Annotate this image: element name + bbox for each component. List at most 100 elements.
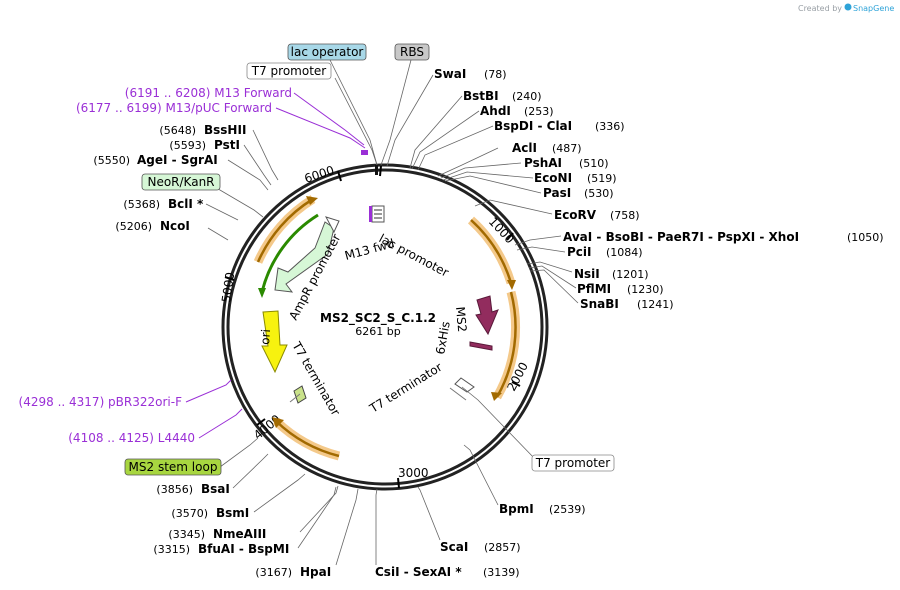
site-ecorv: EcoRV bbox=[554, 208, 597, 222]
left-bottom-arrowhead-icon bbox=[272, 417, 284, 428]
right-top-arrowhead-icon bbox=[507, 280, 516, 290]
site-bsmi-pos: (3570) bbox=[171, 507, 208, 520]
feature-arrows bbox=[253, 195, 521, 461]
site-swai: SwaI bbox=[434, 67, 466, 81]
tick-label-6000: 6000 bbox=[303, 163, 336, 186]
leader-pflmi bbox=[528, 265, 577, 289]
label-neor-kanr: NeoR/KanR bbox=[147, 175, 214, 189]
tick-2000 bbox=[511, 381, 521, 387]
label-6xhis: 6xHis bbox=[433, 320, 453, 355]
site-bsai: BsaI bbox=[201, 482, 230, 496]
ampr-highlight bbox=[253, 195, 316, 264]
snapgene-logo-icon bbox=[844, 3, 852, 11]
leader-hpai bbox=[335, 488, 359, 566]
tick-label-3000: 3000 bbox=[398, 466, 429, 480]
leader-bspdi bbox=[417, 125, 494, 171]
site-avai-group: AvaI - BsoBI - PaeR7I - PspXI - XhoI bbox=[563, 230, 799, 244]
left-bottom-highlight bbox=[272, 417, 341, 461]
site-bspdi-clai: BspDI - ClaI bbox=[494, 119, 572, 133]
t7-terminator-left-tick bbox=[289, 393, 301, 403]
site-pcii-pos: (1084) bbox=[606, 246, 643, 259]
plasmid-length: 6261 bp bbox=[355, 325, 400, 338]
left-bottom-arc bbox=[275, 420, 340, 458]
leader-avai bbox=[514, 235, 562, 246]
site-csii-sexai: CsiI - SexAI * bbox=[375, 565, 462, 579]
label-ori: ori bbox=[258, 329, 273, 346]
site-pcii: PciI bbox=[567, 245, 592, 259]
leader-pbr322ori-f bbox=[185, 379, 232, 403]
leader-bstbi bbox=[409, 95, 463, 169]
backbone-inner-strand bbox=[226, 168, 544, 486]
leader-ahdi bbox=[411, 110, 480, 170]
leader-ms2-stem-loop bbox=[219, 437, 259, 468]
site-swai-pos: (78) bbox=[484, 68, 507, 81]
leader-neor-kanr bbox=[207, 182, 264, 218]
leader-rbs bbox=[380, 59, 412, 166]
leader-csii bbox=[375, 488, 378, 565]
label-t7-terminator-right: T7 terminator bbox=[366, 360, 444, 416]
leader-t7-promoter-right bbox=[461, 386, 537, 461]
leader-bcli bbox=[205, 203, 239, 221]
site-hpai: HpaI bbox=[300, 565, 331, 579]
leader-bsmi bbox=[253, 473, 306, 513]
credit-text: Created by bbox=[798, 4, 842, 13]
site-nsii: NsiI bbox=[574, 267, 600, 281]
leader-econi bbox=[442, 171, 534, 181]
leader-pcii bbox=[516, 246, 566, 253]
t7-promoter-top-box bbox=[246, 62, 332, 80]
site-econi: EcoNI bbox=[534, 171, 572, 185]
site-econi-pos: (519) bbox=[587, 172, 617, 185]
label-m13-fwd: M13 fwd bbox=[343, 236, 396, 263]
ampr-arc bbox=[256, 197, 314, 263]
leader-bfuai bbox=[297, 486, 337, 549]
leader-acii bbox=[437, 147, 499, 177]
enzyme-sites-right: SwaI (78) BstBI (240) AhdI (253) BspDI -… bbox=[375, 67, 884, 579]
label-ms2: MS2 bbox=[453, 306, 469, 333]
site-psti-pos: (5593) bbox=[169, 139, 206, 152]
t7-terminator-right-mark bbox=[454, 377, 475, 393]
ampr-arrowhead-icon bbox=[306, 196, 318, 205]
site-hpai-pos: (3167) bbox=[255, 566, 292, 579]
leader-l4440 bbox=[198, 408, 243, 439]
site-bstbi: BstBI bbox=[463, 89, 499, 103]
site-ahdi-pos: (253) bbox=[524, 105, 554, 118]
leader-m13-forward bbox=[293, 92, 365, 146]
site-agei-sgrai-pos: (5550) bbox=[93, 154, 130, 167]
site-bsshii: BssHII bbox=[204, 123, 246, 137]
t7-promoter-right-box bbox=[531, 454, 615, 472]
rbs-box bbox=[394, 43, 430, 61]
tick-3000 bbox=[397, 477, 400, 489]
leader-psti bbox=[243, 144, 272, 186]
m13-primer-mark bbox=[361, 150, 368, 155]
site-nmeaiii: NmeAIII bbox=[213, 527, 266, 541]
tick-0 bbox=[379, 165, 382, 177]
site-bfuai-bspmi: BfuAI - BspMI bbox=[198, 542, 289, 556]
site-scai-pos: (2857) bbox=[484, 541, 521, 554]
lac-operator-mark bbox=[375, 165, 378, 175]
site-pasi: PasI bbox=[543, 186, 571, 200]
lac-operator-box bbox=[287, 43, 367, 61]
leader-lac-operator bbox=[329, 59, 378, 166]
label-t7-promoter-top: T7 promoter bbox=[251, 64, 327, 78]
site-bpmi-pos: (2539) bbox=[549, 503, 586, 516]
tick-1000 bbox=[506, 232, 514, 241]
leader-bsshii bbox=[252, 129, 279, 181]
site-nmeaiii-pos: (3345) bbox=[168, 528, 205, 541]
site-scai: ScaI bbox=[440, 540, 468, 554]
primer-l4440: (4108 .. 4125) L4440 bbox=[68, 431, 195, 445]
site-avai-group-pos: (1050) bbox=[847, 231, 884, 244]
enzyme-sites-left: (5648) BssHII (5593) PstI (5550) AgeI - … bbox=[93, 123, 331, 579]
site-ncoi: NcoI bbox=[160, 219, 190, 233]
neor-kanr-box bbox=[141, 173, 221, 191]
right-top-arc bbox=[470, 219, 513, 284]
site-pasi-pos: (530) bbox=[584, 187, 614, 200]
leader-snabi bbox=[529, 269, 579, 304]
6xhis-mark bbox=[469, 341, 493, 351]
t7-terminator-right-tick bbox=[449, 387, 467, 401]
site-nsii-pos: (1201) bbox=[612, 268, 649, 281]
site-ahdi: AhdI bbox=[480, 104, 511, 118]
ori-arrow bbox=[261, 310, 288, 374]
leader-swai bbox=[386, 74, 434, 167]
